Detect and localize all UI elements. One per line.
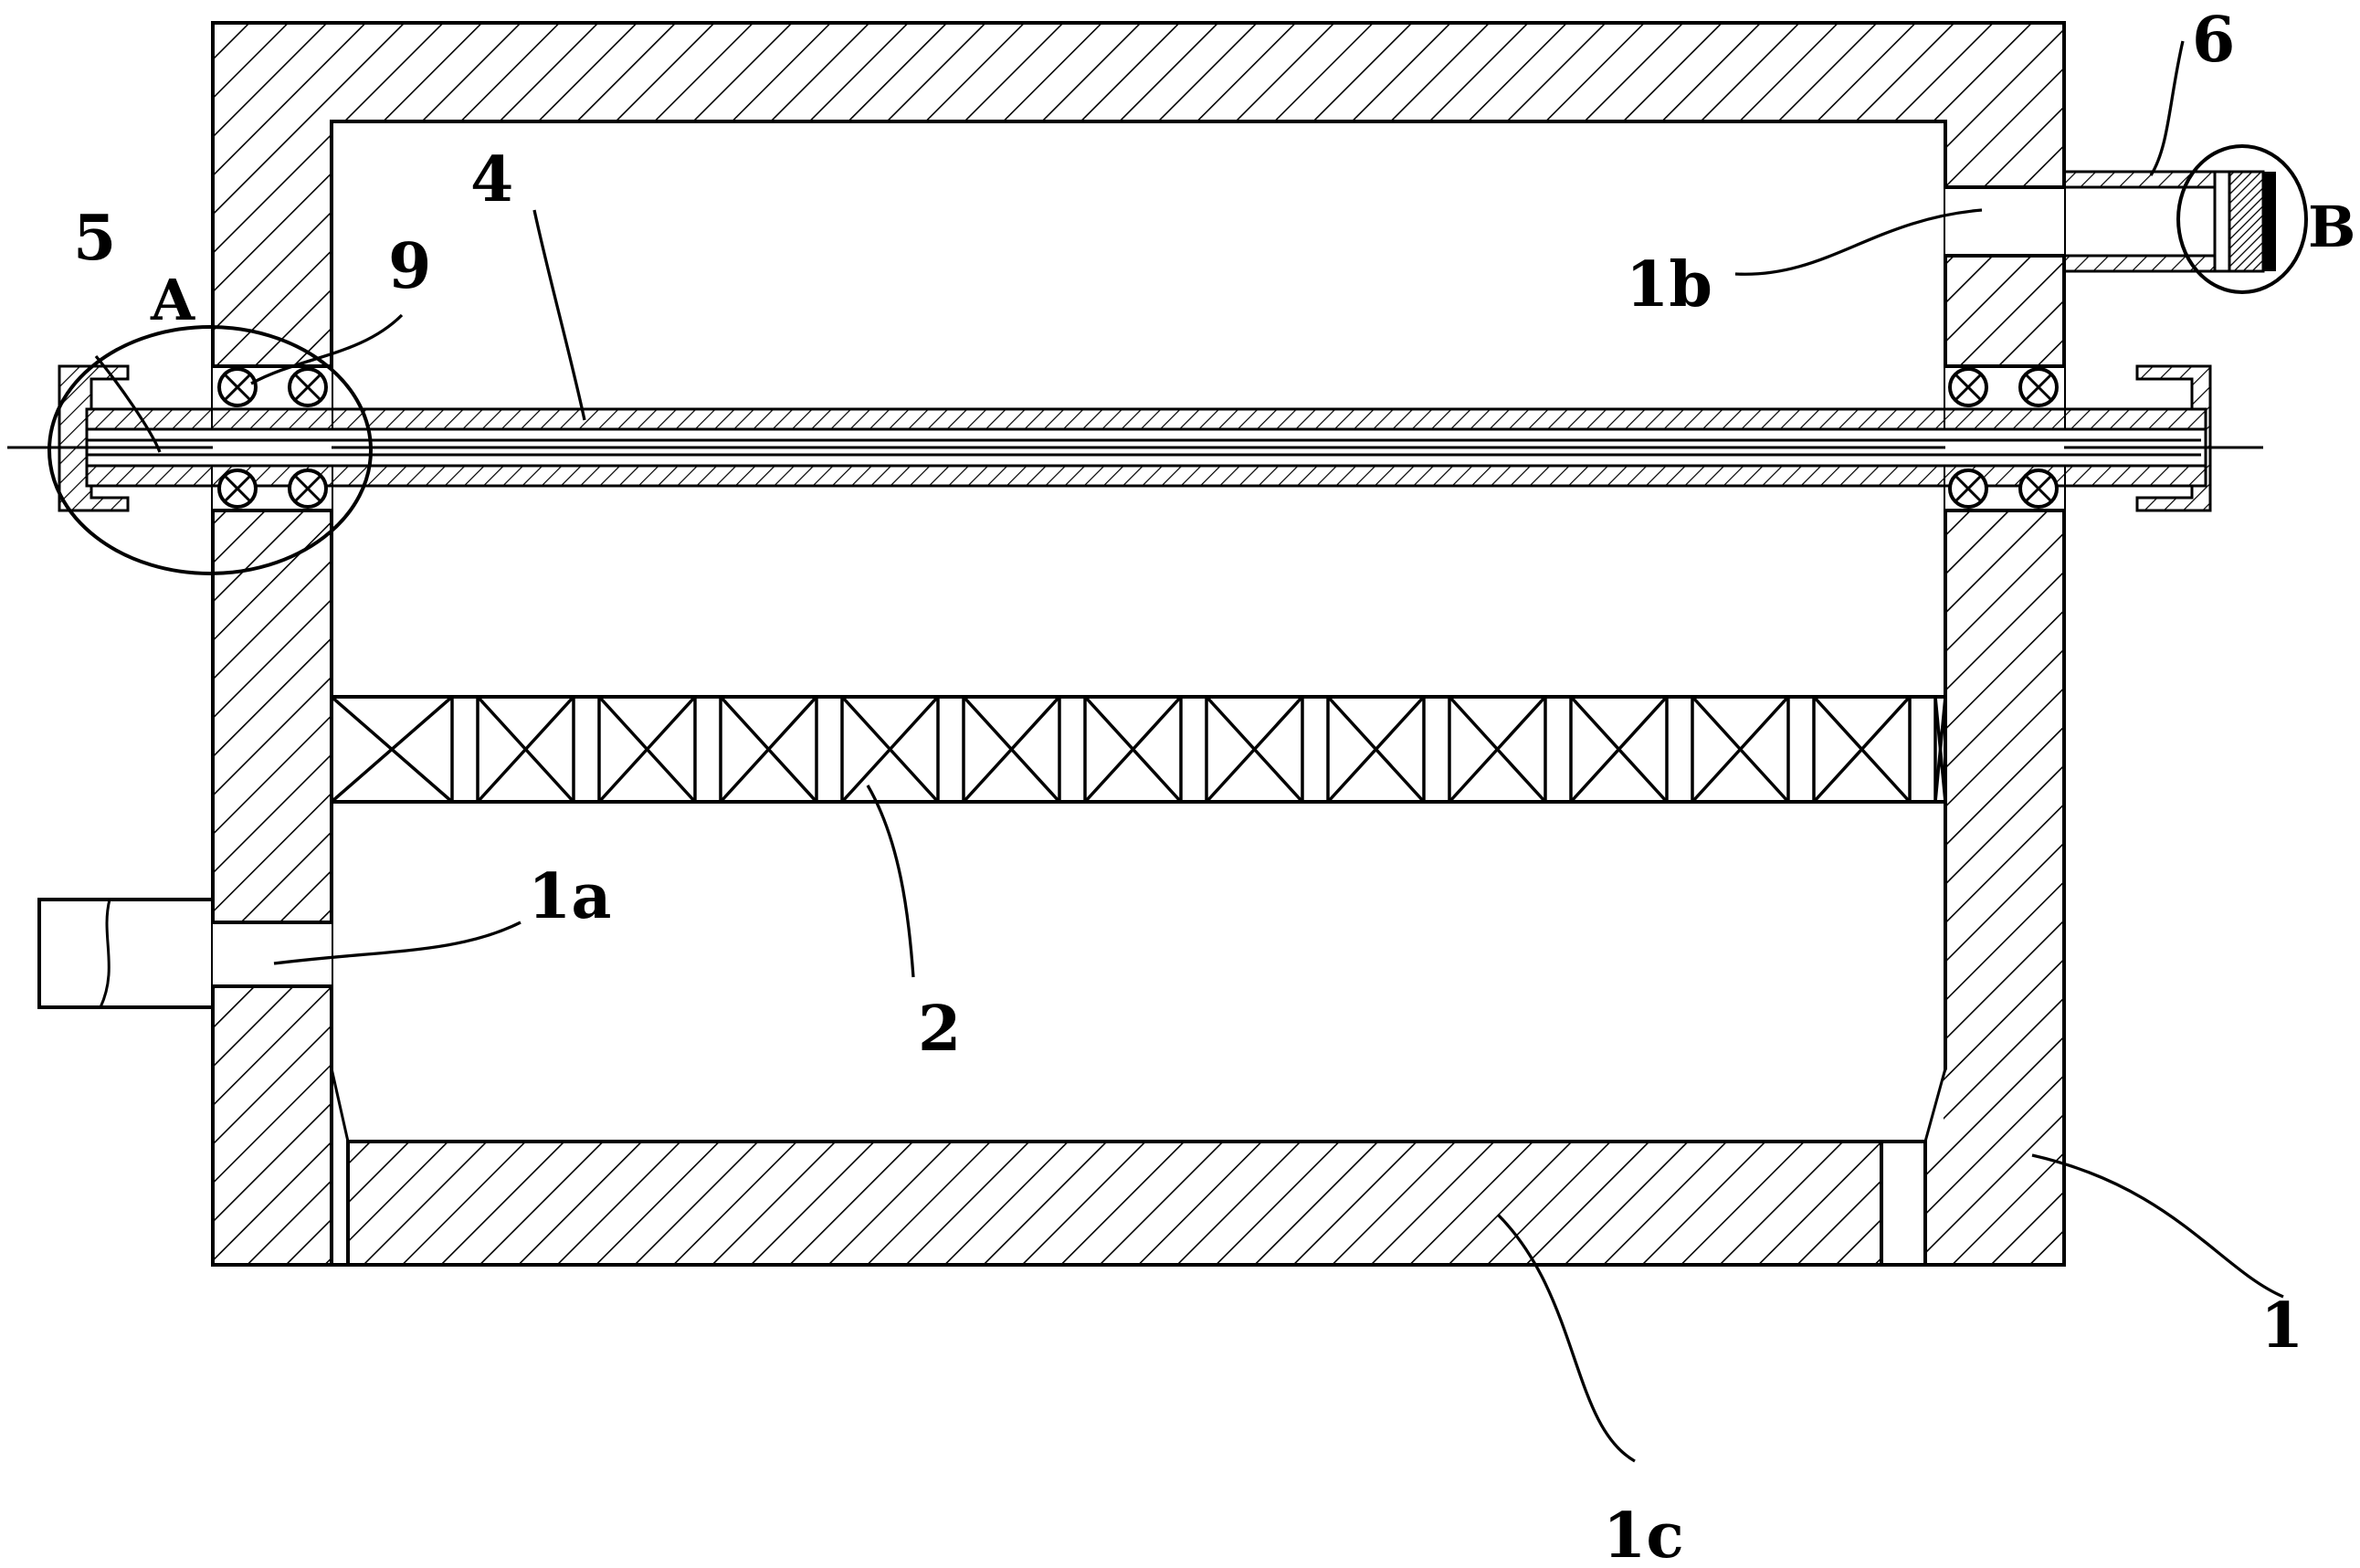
lattice-brace xyxy=(962,695,1061,804)
outlet-port-1b xyxy=(1945,170,2276,273)
label-b: B xyxy=(2308,194,2355,260)
leader-4 xyxy=(532,209,586,421)
leader-1a xyxy=(273,921,522,965)
label-a: A xyxy=(150,267,195,333)
lattice-brace xyxy=(1933,696,1947,803)
label-1b: 1b xyxy=(1626,248,1712,321)
lattice-brace xyxy=(1448,695,1547,804)
outlet-filter-element xyxy=(2228,170,2265,273)
lattice-brace xyxy=(1326,695,1426,804)
outlet-bore xyxy=(1945,187,2064,256)
lattice-brace xyxy=(1812,695,1912,804)
inlet-bore xyxy=(213,922,332,986)
cavity-chamfer-left xyxy=(330,1068,350,1142)
leader-1b xyxy=(1734,208,1983,276)
shaft-tube-top xyxy=(85,407,2207,431)
seal-ring xyxy=(2018,468,2059,509)
leader-9 xyxy=(250,313,404,385)
seal-ring xyxy=(288,468,328,509)
lattice-brace xyxy=(1691,695,1790,804)
label-1c: 1c xyxy=(1603,1500,1684,1563)
inlet-pipe-outline xyxy=(37,898,213,1009)
lattice-brace xyxy=(1569,695,1669,804)
label-6: 6 xyxy=(2192,4,2235,77)
lattice-grid xyxy=(330,695,1947,804)
leader-1 xyxy=(2031,1153,2284,1299)
label-9: 9 xyxy=(388,230,431,303)
lattice-brace xyxy=(476,695,575,804)
lattice-brace xyxy=(597,695,697,804)
label-5: 5 xyxy=(73,202,116,275)
lattice-brace xyxy=(330,695,454,804)
leader-5 xyxy=(94,354,162,453)
seal-ring xyxy=(288,367,328,407)
outlet-filter-end xyxy=(2263,172,2276,271)
label-4: 4 xyxy=(470,143,513,216)
label-2: 2 xyxy=(918,993,961,1066)
seal-rings xyxy=(217,367,2059,509)
cavity-interior xyxy=(333,123,1944,1140)
seal-ring xyxy=(217,468,258,509)
seal-ring xyxy=(217,367,258,407)
detail-circle-b xyxy=(2176,144,2308,294)
shaft-in-right-wall-top xyxy=(1945,409,2064,429)
lattice-brace xyxy=(1083,695,1183,804)
seal-ring xyxy=(2018,367,2059,407)
leader-6 xyxy=(2149,40,2185,176)
label-1a: 1a xyxy=(528,860,611,933)
seal-ring xyxy=(1948,468,1988,509)
leader-2 xyxy=(866,784,915,978)
shaft-tube-bottom xyxy=(85,464,2207,488)
lattice-brace xyxy=(1205,695,1304,804)
cavity-chamfer-right xyxy=(1923,1068,1947,1142)
detail-circle-a xyxy=(47,325,373,575)
inlet-pipe-break-line xyxy=(99,899,111,1008)
shaft-assembly xyxy=(7,364,2263,512)
label-1: 1 xyxy=(2260,1289,2303,1363)
inlet-port-1a xyxy=(37,898,332,1009)
outlet-filter-cap xyxy=(2213,170,2231,273)
leader-1c xyxy=(1496,1213,1636,1463)
shaft-in-left-wall-top xyxy=(213,409,332,429)
seal-ring xyxy=(1948,367,1988,407)
lattice-brace xyxy=(719,695,818,804)
lattice-brace xyxy=(840,695,940,804)
